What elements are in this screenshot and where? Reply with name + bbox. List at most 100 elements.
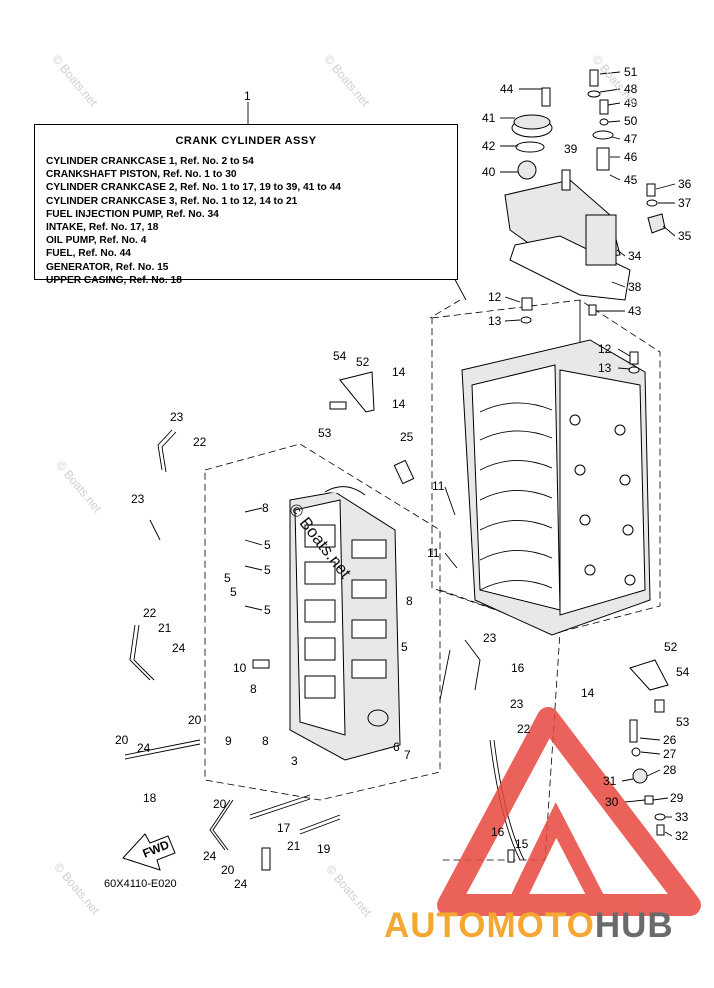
callout-labels: 1 44 41 42 40 39 51 48 49 50 47 46 45 3 6… <box>115 65 692 891</box>
callout-5e: 5 <box>264 603 271 617</box>
callout-23d: 23 <box>510 697 524 711</box>
top-cover-assembly <box>504 69 666 372</box>
callout-37: 37 <box>678 196 692 210</box>
callout-46: 46 <box>624 150 638 164</box>
callout-53b: 53 <box>676 715 690 729</box>
callout-49: 49 <box>624 96 638 110</box>
callout-47: 47 <box>624 132 638 146</box>
callout-18: 18 <box>143 791 157 805</box>
callout-22b: 22 <box>143 606 157 620</box>
callout-31: 31 <box>603 774 617 788</box>
callout-8a: 8 <box>262 501 269 515</box>
legend-title: CRANK CYLINDER ASSY <box>175 135 317 147</box>
callout-24b: 24 <box>137 741 151 755</box>
callout-41: 41 <box>482 111 496 125</box>
callout-1: 1 <box>244 89 251 103</box>
callout-5d: 5 <box>230 585 237 599</box>
callout-39: 39 <box>564 142 578 156</box>
callout-54b: 54 <box>676 665 690 679</box>
callout-24d: 24 <box>234 877 248 891</box>
callout-11a: 11 <box>432 479 445 493</box>
callout-52a: 52 <box>356 355 370 369</box>
assembly-legend: CRANK CYLINDER ASSY CYLINDER CRANKCASE 1… <box>34 124 458 286</box>
callout-23b: 23 <box>131 492 145 506</box>
callout-50: 50 <box>624 114 638 128</box>
callout-38: 38 <box>628 280 642 294</box>
callout-19: 19 <box>317 842 331 856</box>
callout-52b: 52 <box>664 640 678 654</box>
callout-15: 15 <box>515 837 529 851</box>
callout-22a: 22 <box>193 435 207 449</box>
callout-32: 32 <box>675 829 689 843</box>
callout-5f: 5 <box>401 640 408 654</box>
callout-20c: 20 <box>213 797 227 811</box>
callout-30: 30 <box>605 795 619 809</box>
callout-14b: 14 <box>392 397 406 411</box>
callout-20b: 20 <box>115 733 129 747</box>
callout-48: 48 <box>624 82 638 96</box>
callout-8d: 8 <box>262 734 269 748</box>
automotohub-logo-mark <box>437 707 701 916</box>
callout-43: 43 <box>628 304 642 318</box>
callout-3: 3 <box>291 754 298 768</box>
legend-line: CYLINDER CRANKCASE 2, Ref. No. 1 to 17, … <box>46 182 341 194</box>
legend-line: INTAKE, Ref. No. 17, 18 <box>46 222 159 234</box>
legend-line: FUEL, Ref. No. 44 <box>46 248 131 260</box>
callout-13b: 13 <box>598 361 612 375</box>
bore-arcs <box>479 402 553 591</box>
callout-23c: 23 <box>483 631 497 645</box>
cylinder-block-left <box>289 486 401 761</box>
callout-28: 28 <box>663 763 677 777</box>
callout-14c: 14 <box>581 686 595 700</box>
callout-24c: 24 <box>203 849 217 863</box>
automotohub-brand: AUTOMOTOHUB <box>384 906 674 946</box>
callout-12b: 12 <box>598 342 612 356</box>
brand-part2: HUB <box>594 906 674 945</box>
callout-20d: 20 <box>221 863 235 877</box>
callout-14a: 14 <box>392 365 406 379</box>
callout-21a: 21 <box>158 621 172 635</box>
callout-5a: 5 <box>264 538 271 552</box>
callout-51: 51 <box>624 65 638 79</box>
callout-22c: 22 <box>517 722 531 736</box>
callout-8b: 8 <box>406 594 413 608</box>
hoses-and-fittings <box>124 371 669 871</box>
callout-54a: 54 <box>333 349 347 363</box>
callout-8c: 8 <box>250 682 257 696</box>
callout-53a: 53 <box>318 426 332 440</box>
callout-7: 7 <box>404 748 411 762</box>
callout-34: 34 <box>628 249 642 263</box>
legend-line: CYLINDER CRANKCASE 3, Ref. No. 1 to 12, … <box>46 195 298 207</box>
callout-9: 9 <box>225 734 232 748</box>
callout-20a: 20 <box>188 713 202 727</box>
callout-27: 27 <box>663 747 677 761</box>
callout-21b: 21 <box>287 839 301 853</box>
diagram-code: 60X4110-E020 <box>104 878 177 890</box>
callout-12a: 12 <box>488 290 502 304</box>
legend-line: UPPER CASING, Ref. No. 18 <box>46 274 182 286</box>
callout-33: 33 <box>675 810 689 824</box>
brand-part1: AUTOMOTO <box>384 906 595 945</box>
fwd-arrow: FWD <box>122 833 176 871</box>
callout-6: 6 <box>393 740 400 754</box>
callout-5b: 5 <box>264 563 271 577</box>
legend-line: FUEL INJECTION PUMP, Ref. No. 34 <box>46 208 219 220</box>
callout-25: 25 <box>400 430 414 444</box>
bolt-bosses <box>569 414 636 586</box>
callout-5c: 5 <box>224 571 231 585</box>
crankcase-block-right <box>461 297 651 636</box>
callout-42: 42 <box>482 139 496 153</box>
legend-line: CYLINDER CRANKCASE 1, Ref. No. 2 to 54 <box>46 156 254 167</box>
callout-16b: 16 <box>491 825 505 839</box>
callout-44: 44 <box>500 82 514 96</box>
callout-40: 40 <box>482 165 496 179</box>
callout-45: 45 <box>624 173 638 187</box>
callout-29: 29 <box>670 791 684 805</box>
callout-35: 35 <box>678 229 692 243</box>
callout-17: 17 <box>277 821 291 835</box>
legend-list: CYLINDER CRANKCASE 1, Ref. No. 2 to 54 C… <box>46 155 341 287</box>
legend-line: CRANKSHAFT PISTON, Ref. No. 1 to 30 <box>46 169 237 181</box>
legend-line: GENERATOR, Ref. No. 15 <box>46 261 169 273</box>
callout-23a: 23 <box>170 410 184 424</box>
